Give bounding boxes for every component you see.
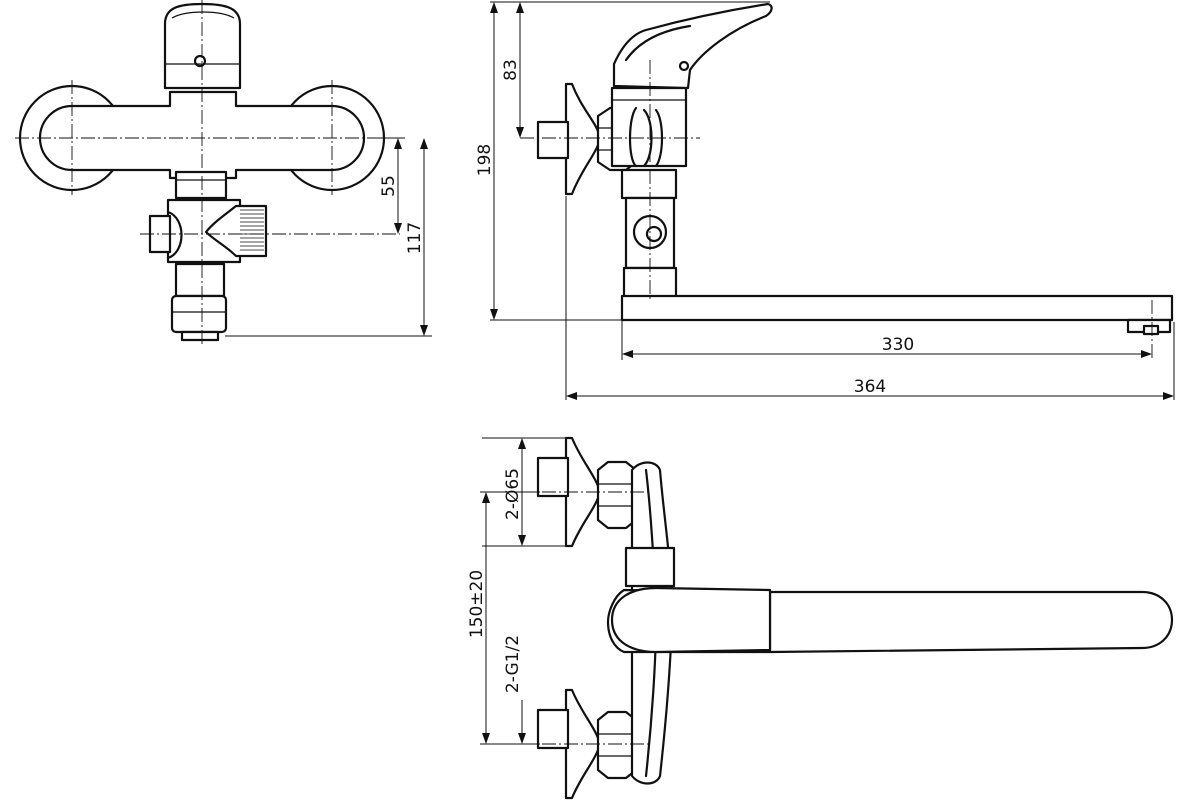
front-diverter-knob: [204, 204, 268, 258]
front-lower-neck: [174, 262, 226, 298]
side-dimensions: 198 83 330 364: [475, 1, 1175, 400]
side-view: [520, 2, 1174, 360]
front-neck: [174, 170, 228, 200]
side-column-collar: [620, 168, 678, 200]
top-lower-nut: [596, 710, 638, 780]
dim-diameter-label: 2-Ø65: [503, 468, 523, 520]
side-spout: [620, 294, 1174, 322]
side-handle-screw: [678, 60, 690, 72]
front-knurl: [240, 209, 264, 251]
front-view: [15, 0, 400, 345]
top-lower-inlet: [536, 708, 570, 750]
dim-198-label: 198: [475, 144, 495, 176]
dim-117-label: 117: [405, 222, 425, 254]
front-lower-nut: [170, 294, 228, 334]
top-handle-cap: [610, 586, 772, 654]
side-wall-flange: [564, 82, 602, 196]
front-handle-highlight: [171, 11, 235, 19]
front-dimensions: 55 117: [225, 137, 432, 337]
dim-thread-label: 2-G1/2: [503, 635, 523, 693]
side-inlet-stub: [536, 120, 570, 160]
top-dimensions: 2-Ø65 150±20 2-G1/2: [467, 437, 570, 745]
dim-55-label: 55: [379, 175, 399, 197]
dim-364-label: 364: [854, 377, 886, 397]
top-upper-inlet: [536, 456, 570, 498]
dim-centre-distance-label: 150±20: [467, 570, 487, 638]
front-bottom-tip: [180, 330, 220, 342]
dim-330-label: 330: [882, 335, 914, 355]
top-view: [520, 436, 1174, 800]
top-upper-nut: [596, 460, 638, 530]
dim-83-label: 83: [501, 59, 521, 81]
top-column: [624, 546, 676, 588]
front-handle-screw: [193, 54, 207, 68]
side-handle-lever: [612, 2, 773, 90]
